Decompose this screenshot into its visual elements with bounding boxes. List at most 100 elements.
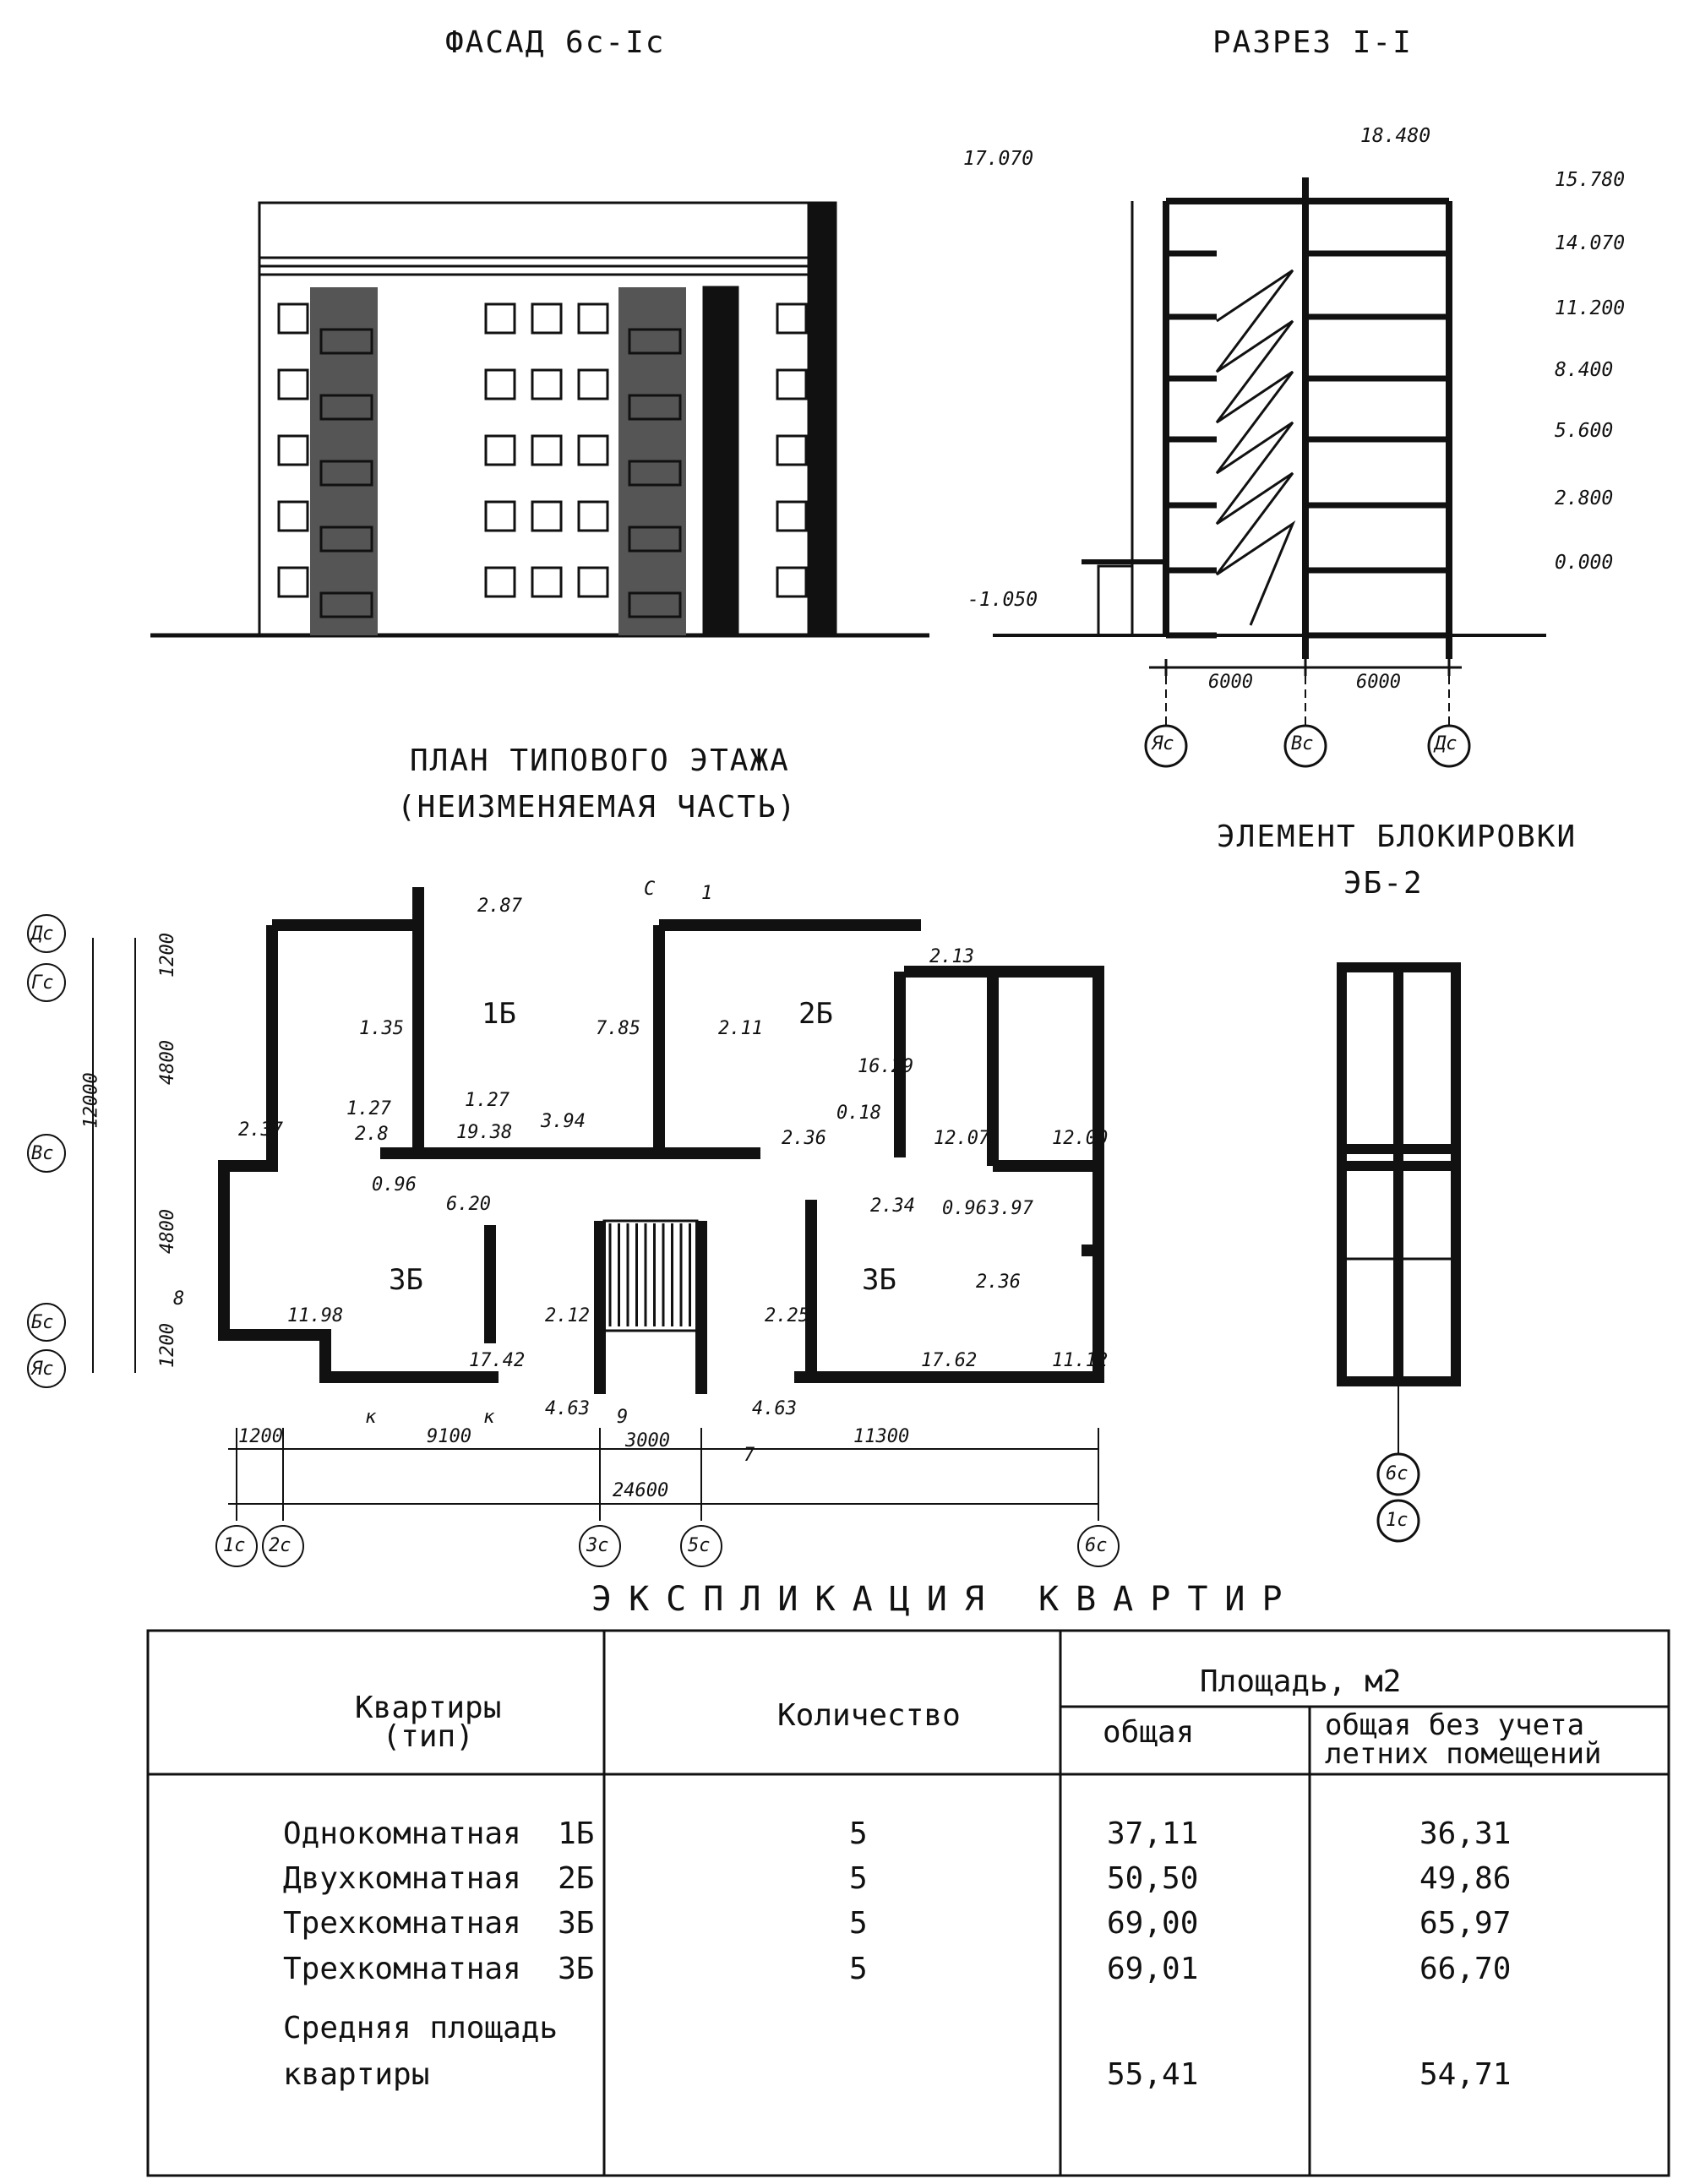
facade-window [776,302,808,335]
axis-label: 3с [586,1535,609,1556]
axis-label: Дс [1435,733,1458,754]
apartment-label: 2Б [798,997,833,1031]
area-label: 3.97 [989,1198,1033,1219]
average-total-wo: 54,71 [1419,2057,1512,2092]
facade-window [531,368,563,400]
area-label: 19.38 [456,1122,513,1143]
axis-label: 2с [269,1535,292,1556]
level-label: 14.070 [1555,232,1626,254]
apartment-label: 1Б [482,997,516,1031]
area-label: 11.98 [287,1305,344,1326]
area-label: 2.13 [929,946,974,967]
average-total: 55,41 [1107,2057,1199,2092]
facade-balcony [628,591,682,618]
axis-label: Яс [1152,733,1174,754]
level-label: 17.070 [963,148,1034,170]
area-label: 12.07 [934,1128,990,1149]
facade-window [577,302,609,335]
level-label: 5.600 [1555,420,1614,442]
facade-balcony [319,328,373,355]
row-total-wo: 36,31 [1419,1816,1512,1851]
dim-label: 1200 [156,1323,178,1368]
row-total: 50,50 [1107,1861,1199,1896]
dim-label: 3000 [625,1430,670,1451]
row-total: 69,01 [1107,1952,1199,1986]
plan-stair [602,1219,699,1332]
header-area: Площадь, м2 [1200,1664,1402,1699]
span-label: 6000 [1208,672,1253,693]
facade-balcony [628,460,682,487]
plan-drawing [218,887,1104,1394]
section-drawing [993,177,1546,768]
header-total: общая [1103,1715,1195,1750]
dim-label: 9100 [427,1426,471,1447]
facade-balcony [319,591,373,618]
level-label: 18.480 [1360,125,1431,147]
header-count: Количество [777,1698,961,1733]
area-label: 6.20 [446,1194,491,1215]
span-label: 6000 [1356,672,1401,693]
dim-label: 1200 [156,933,178,978]
area-label: 0.96 [372,1174,417,1195]
facade-balcony [628,394,682,421]
area-label: 17.42 [469,1350,526,1371]
facade-window [577,566,609,598]
axis-label: Яс [31,1359,54,1380]
dim-label: 1200 [238,1426,283,1447]
average-label-line1: Средняя площадь [283,2011,558,2045]
facade-window [531,500,563,532]
mark-label: 1 [701,883,713,904]
apartment-label: 3Б [862,1263,896,1297]
row-total: 69,00 [1107,1906,1199,1941]
level-label: 2.800 [1555,487,1614,509]
level-label: 0.000 [1555,552,1614,574]
facade-window [531,566,563,598]
axis-label: 1с [223,1535,246,1556]
row-name: Трехкомнатная 3Б [283,1952,595,1986]
row-count: 5 [849,1906,868,1941]
facade-window [776,566,808,598]
row-total-wo: 49,86 [1419,1861,1512,1896]
area-label: 4.63 [545,1398,590,1419]
facade-window [277,368,309,400]
block-drawing [1337,962,1461,1543]
facade-window [776,368,808,400]
axis-label: Вс [1291,733,1314,754]
area-label: 4.63 [752,1398,797,1419]
header-total-without-summer: общая без учета летних помещений [1325,1708,1602,1771]
area-label: 1.35 [359,1018,404,1039]
level-label: -1.050 [967,589,1038,611]
facade-window [484,368,516,400]
dim-label: 4800 [156,1209,178,1254]
area-label: 17.62 [921,1350,978,1371]
dim-label: 12000 [80,1072,102,1129]
axis-label: 6с [1085,1535,1108,1556]
facade-window [484,434,516,466]
plan-dimensions [27,914,1120,1567]
row-total: 37,11 [1107,1816,1199,1851]
area-label: 0.18 [836,1103,881,1124]
mark-label: 9 [617,1407,629,1428]
mark-label: С [644,879,656,900]
area-label: 12.00 [1052,1128,1109,1149]
facade-window [577,368,609,400]
row-name: Трехкомнатная 3Б [283,1906,595,1941]
area-label: 1.27 [465,1090,509,1111]
area-label: 2.36 [782,1128,826,1149]
level-label: 15.780 [1555,169,1626,191]
header-type: Квартиры (тип) [355,1691,502,1754]
area-label: 2.37 [238,1119,283,1141]
row-count: 5 [849,1861,868,1896]
level-label: 11.200 [1555,297,1626,319]
facade-window [776,434,808,466]
plan-title-line2: (НЕИЗМЕНЯЕМАЯ ЧАСТЬ) [397,790,798,825]
plan-title-line1: ПЛАН ТИПОВОГО ЭТАЖА [410,743,790,778]
row-count: 5 [849,1816,868,1851]
dim-label: 24600 [613,1480,669,1501]
dim-label: 4800 [156,1040,178,1085]
axis-label: Бс [31,1312,54,1333]
area-label: 0.96 [942,1198,987,1219]
row-count: 5 [849,1952,868,1986]
area-label: 2.12 [545,1305,590,1326]
facade-balcony [319,460,373,487]
